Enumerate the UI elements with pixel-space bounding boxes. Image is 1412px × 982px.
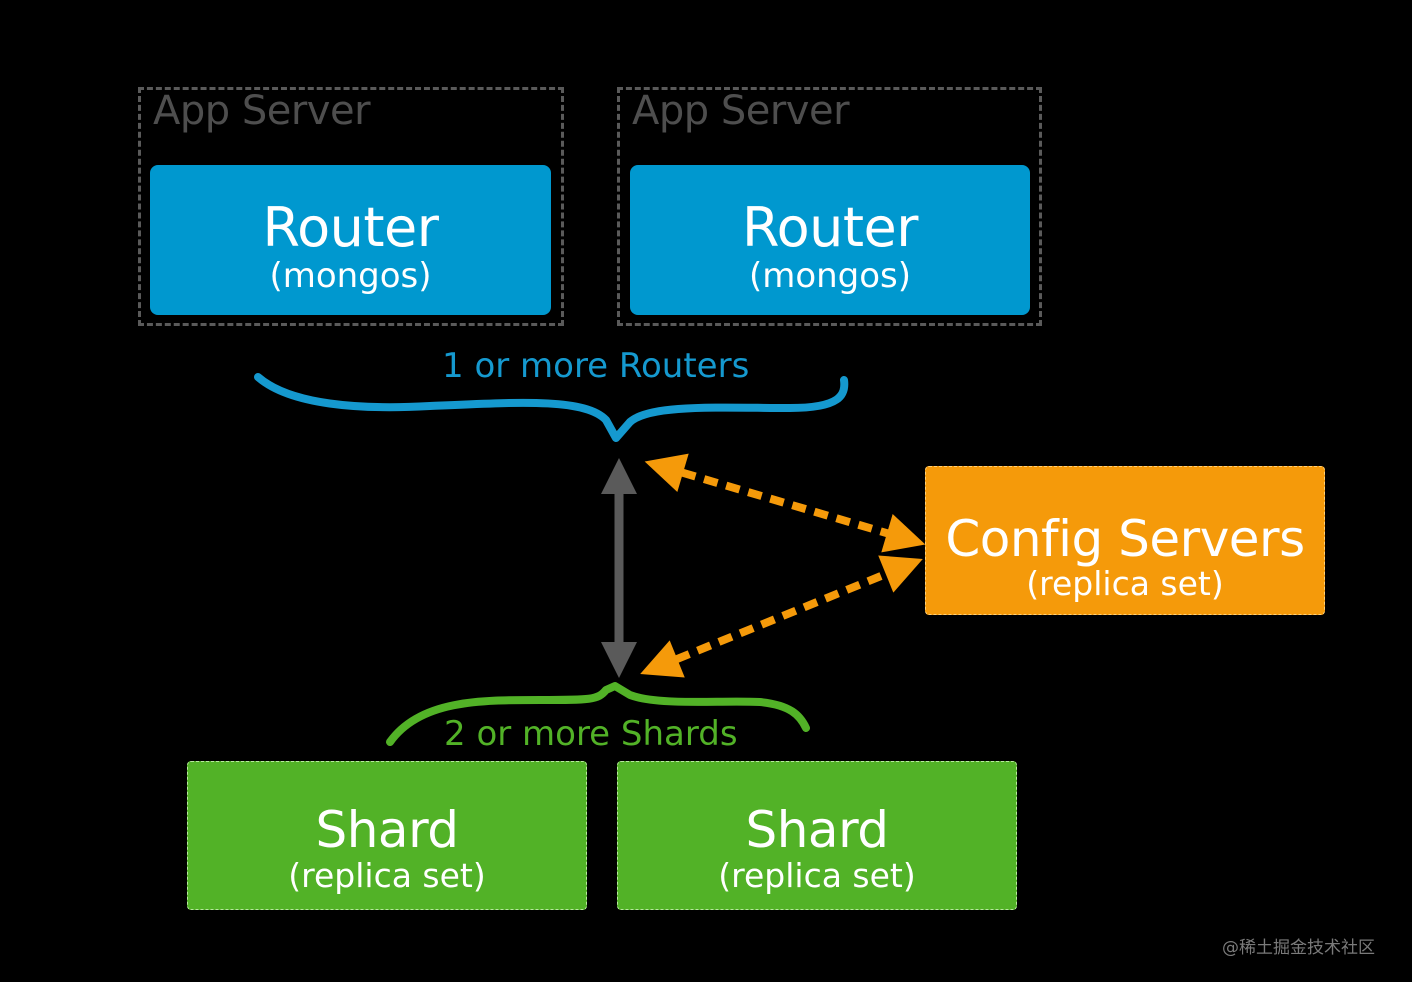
app-server-label: App Server: [153, 88, 371, 134]
shard-title: Shard: [315, 801, 459, 859]
shard-subtitle: (replica set): [288, 856, 486, 895]
app-server-label: App Server: [632, 88, 850, 134]
router-box-2: Router (mongos): [630, 165, 1030, 315]
shards-count-label: 2 or more Shards: [444, 714, 738, 754]
config-servers-box: Config Servers (replica set): [925, 466, 1325, 615]
config-servers-title: Config Servers: [945, 510, 1305, 568]
shard-config-arrow: [640, 555, 923, 678]
shard-box-2: Shard (replica set): [617, 761, 1017, 910]
shard-subtitle: (replica set): [718, 856, 916, 895]
config-servers-subtitle: (replica set): [1026, 564, 1224, 603]
app-server-1: App Server: [138, 87, 564, 326]
router-title: Router: [742, 196, 918, 259]
shards-brace: [386, 682, 810, 746]
router-subtitle: (mongos): [269, 256, 432, 296]
shard-box-1: Shard (replica set): [187, 761, 587, 910]
app-server-2: App Server: [617, 87, 1042, 326]
router-box-1: Router (mongos): [150, 165, 551, 315]
watermark: @稀土掘金技术社区: [1222, 938, 1375, 958]
shard-title: Shard: [745, 801, 889, 859]
routers-brace: [254, 373, 849, 442]
router-title: Router: [262, 196, 439, 259]
routers-count-label: 1 or more Routers: [442, 346, 750, 386]
router-subtitle: (mongos): [748, 256, 912, 296]
router-config-arrow: [644, 453, 926, 553]
